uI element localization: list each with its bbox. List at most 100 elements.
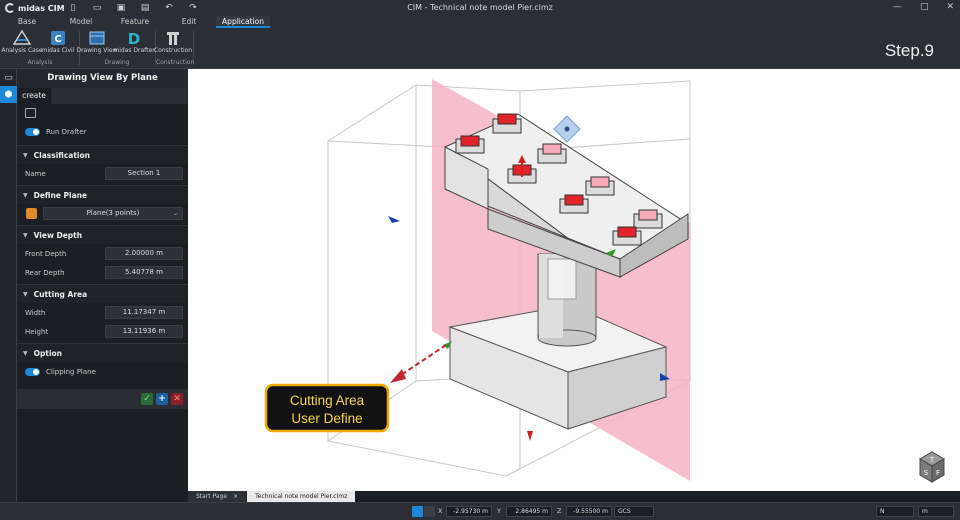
group-analysis: Analysis: [27, 59, 53, 66]
group-drawing: Drawing: [104, 59, 130, 66]
width-field[interactable]: 11.17347 m: [105, 306, 183, 319]
coordinate-system-select[interactable]: GCS: [614, 506, 654, 517]
tab-create[interactable]: create: [17, 88, 51, 104]
midas-drafter-icon: D: [128, 30, 140, 46]
tab-application[interactable]: Application: [216, 16, 270, 28]
section-view-depth[interactable]: ▼ View Depth: [17, 225, 188, 244]
app-logo: midas CIM: [0, 3, 66, 13]
callout-box: [264, 383, 390, 433]
snap-icon[interactable]: [412, 506, 423, 517]
callout-line-1: Cutting Area: [290, 393, 365, 408]
grid-icon[interactable]: [424, 506, 435, 517]
panel-tabs: create: [17, 88, 188, 104]
midas-drafter-button[interactable]: D midas Drafter: [113, 30, 155, 54]
panel-toolbar: [17, 104, 188, 122]
height-row: Height 13.11936 m: [17, 322, 188, 341]
clipping-plane-toggle[interactable]: [25, 367, 40, 376]
redo-icon[interactable]: ↷: [189, 3, 197, 13]
x-label: X: [438, 507, 443, 515]
x-coordinate: -2.95730 m: [446, 506, 492, 517]
model-scene[interactable]: Cutting Area User Define T S F: [188, 69, 960, 491]
chevron-down-icon: ▼: [23, 231, 28, 239]
height-field[interactable]: 13.11936 m: [105, 325, 183, 338]
analysis-case-button[interactable]: Analysis Case: [1, 30, 43, 54]
title-bar: midas CIM ▯ ▭ ▣ ▤ ↶ ↷ CIM - Technical no…: [0, 0, 960, 16]
minimize-icon[interactable]: —: [892, 2, 902, 12]
section-classification[interactable]: ▼ Classification: [17, 145, 188, 164]
chevron-down-icon: ▼: [23, 349, 28, 357]
section-option[interactable]: ▼ Option: [17, 343, 188, 362]
view-cube-right: F: [936, 469, 940, 477]
status-bar: X -2.95730 m Y 2.86495 m Z -9.55500 m GC…: [0, 502, 960, 520]
run-drafter-toggle[interactable]: [25, 127, 40, 136]
run-drafter-row: Run Drafter: [17, 122, 188, 141]
plane-method-select[interactable]: Plane(3 points) ⌄: [43, 207, 183, 220]
callout-arrowhead: [390, 369, 406, 383]
ribbon-separator: [155, 31, 156, 65]
svg-text:C: C: [54, 34, 61, 45]
close-icon[interactable]: ✕: [946, 2, 954, 12]
front-depth-field[interactable]: 2.00000 m: [105, 247, 183, 260]
tab-base[interactable]: Base: [17, 17, 37, 26]
section-cutting-area[interactable]: ▼ Cutting Area: [17, 284, 188, 303]
direction-select[interactable]: N: [876, 506, 914, 517]
tab-feature[interactable]: Feature: [120, 17, 150, 26]
tab-start-page[interactable]: Start Page ×: [188, 491, 247, 502]
chevron-down-icon: ▼: [23, 290, 28, 298]
undo-icon[interactable]: ↶: [165, 3, 173, 13]
view-cube[interactable]: T S F: [919, 451, 945, 483]
save-as-icon[interactable]: ▤: [140, 3, 150, 13]
settings-cube-icon[interactable]: ⬢: [0, 86, 17, 103]
new-file-icon[interactable]: ▯: [70, 3, 76, 13]
construction-button[interactable]: Construction: [153, 30, 193, 54]
section-header: View Depth: [33, 230, 83, 240]
name-field[interactable]: Section 1: [105, 167, 183, 180]
section-header: Option: [33, 348, 63, 358]
panel-title: Drawing View By Plane: [17, 69, 188, 88]
tab-model-file[interactable]: Technical note model Pier.cimz: [247, 491, 356, 502]
axis-arrow-green: [443, 341, 452, 349]
run-drafter-label: Run Drafter: [46, 127, 87, 136]
midas-civil-button[interactable]: C midas Civil: [38, 30, 78, 54]
section-header: Classification: [33, 150, 90, 160]
pier-column[interactable]: [537, 253, 597, 347]
add-plus-icon[interactable]: +: [156, 393, 168, 405]
front-depth-label: Front Depth: [25, 249, 67, 258]
cancel-x-icon[interactable]: ✕: [171, 393, 183, 405]
open-folder-icon[interactable]: ▭: [92, 3, 102, 13]
width-row: Width 11.17347 m: [17, 303, 188, 322]
plane-method-value: Plane(3 points): [86, 209, 140, 217]
3d-viewport[interactable]: Cutting Area User Define T S F: [188, 69, 960, 491]
maximize-icon[interactable]: □: [919, 2, 929, 12]
left-icon-strip: ▭ ⬢: [0, 69, 17, 502]
rear-depth-label: Rear Depth: [25, 268, 65, 277]
tab-model[interactable]: Model: [69, 17, 93, 26]
apply-check-icon[interactable]: ✓: [141, 393, 153, 405]
midas-logo-icon: [5, 3, 15, 13]
z-coordinate: -9.55500 m: [566, 506, 612, 517]
save-icon[interactable]: ▣: [116, 3, 126, 13]
monitor-icon[interactable]: ▭: [4, 72, 13, 83]
y-coordinate: 2.86495 m: [506, 506, 552, 517]
name-label: Name: [25, 169, 46, 178]
unit-select[interactable]: m: [918, 506, 954, 517]
axis-arrow-blue: [388, 216, 400, 223]
y-label: Y: [497, 507, 501, 515]
clipping-plane-row: Clipping Plane: [17, 362, 188, 381]
menu-bar: Base Model Feature Edit Application: [0, 16, 960, 28]
clipping-plane-label: Clipping Plane: [46, 367, 96, 376]
document-tabs: Start Page × Technical note model Pier.c…: [188, 491, 960, 502]
rear-depth-field[interactable]: 5.40778 m: [105, 266, 183, 279]
list-icon[interactable]: [25, 108, 36, 118]
drawing-view-panel: Drawing View By Plane create Run Drafter…: [17, 69, 188, 502]
axis-arrow-green: [606, 249, 616, 257]
plane-gizmo[interactable]: [553, 115, 581, 143]
quick-access-toolbar: ▯ ▭ ▣ ▤ ↶ ↷: [68, 3, 198, 13]
close-tab-icon[interactable]: ×: [233, 493, 239, 500]
section-define-plane[interactable]: ▼ Define Plane: [17, 185, 188, 204]
callout-line-2: User Define: [291, 411, 362, 426]
ribbon: Analysis Case C midas Civil Drawing View…: [0, 28, 960, 69]
tab-edit[interactable]: Edit: [181, 17, 197, 26]
drawing-view-button[interactable]: Drawing View: [76, 30, 118, 54]
section-header: Cutting Area: [33, 289, 88, 299]
